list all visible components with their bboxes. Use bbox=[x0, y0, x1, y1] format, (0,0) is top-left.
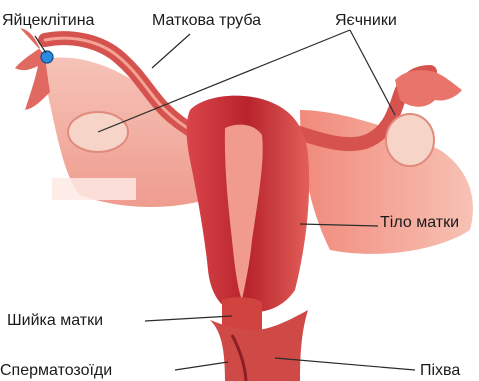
label-uterus-body: Тіло матки bbox=[380, 215, 459, 231]
right-fimbriae bbox=[395, 70, 462, 107]
label-egg-cell: Яйцеклітина bbox=[2, 13, 94, 29]
label-vagina: Піхва bbox=[420, 363, 460, 379]
label-cervix: Шийка матки bbox=[7, 313, 103, 329]
label-fallopian-tube: Маткова труба bbox=[152, 13, 261, 29]
egg-cell bbox=[41, 51, 53, 63]
label-ovaries: Яєчники bbox=[335, 13, 397, 29]
blank-label-panel bbox=[52, 178, 136, 200]
label-sperm: Сперматозоїди bbox=[0, 363, 112, 379]
right-ovary bbox=[386, 114, 434, 166]
